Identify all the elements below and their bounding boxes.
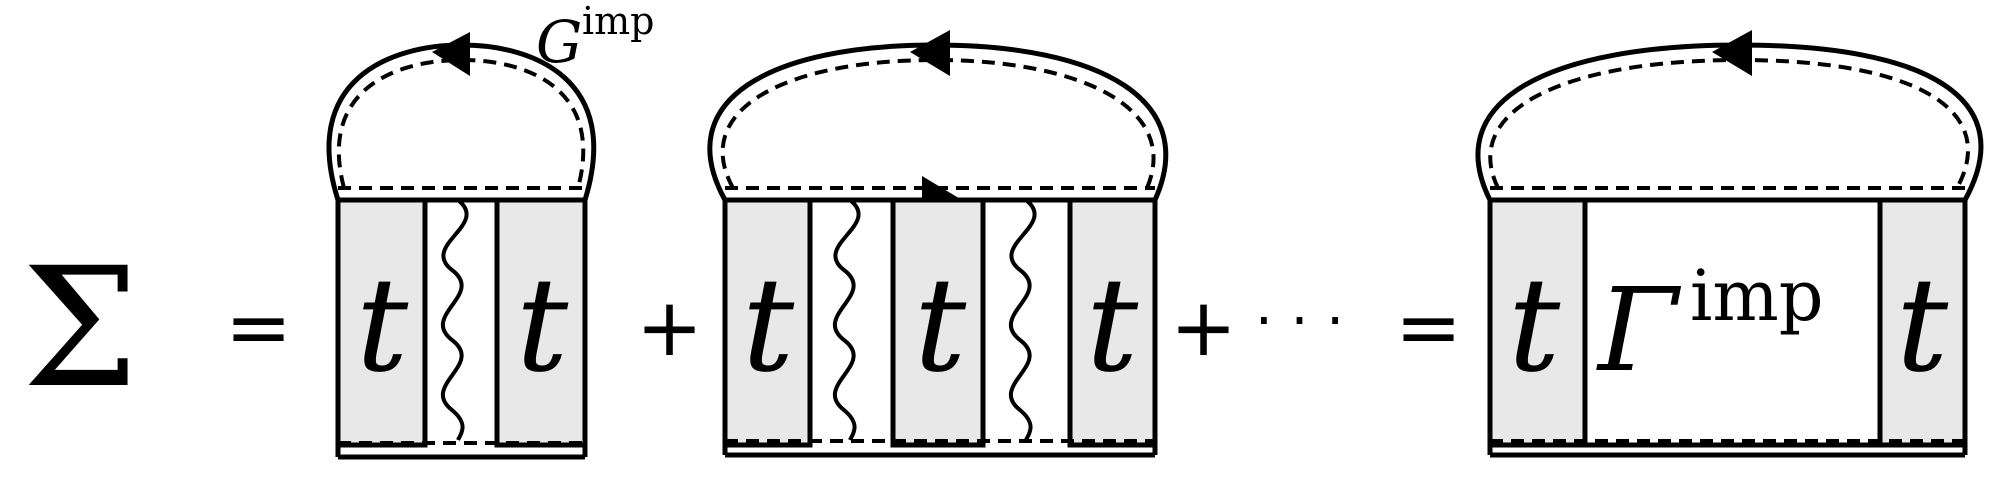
loop-inner-2 bbox=[720, 57, 1156, 189]
vertex-label-superscript: imp bbox=[1690, 255, 1824, 337]
t-label-1b: t bbox=[516, 249, 569, 401]
t-label-1a: t bbox=[356, 249, 409, 401]
diagram-term-resummed: t Γ imp t bbox=[1475, 30, 1984, 458]
plus-sign: + bbox=[636, 281, 703, 374]
loop-outer-3 bbox=[1475, 42, 1984, 202]
equals-sign-1: = bbox=[225, 281, 292, 374]
arrow-left-icon-1 bbox=[432, 32, 470, 76]
t-label-2a: t bbox=[742, 249, 795, 401]
t-box-1b bbox=[494, 197, 588, 448]
arrow-left-icon-2 bbox=[910, 30, 950, 76]
ellipsis: · · · bbox=[1255, 289, 1344, 354]
propagator-label-superscript: imp bbox=[582, 0, 655, 43]
propagator-label-base: G bbox=[536, 8, 582, 76]
loop-inner-1 bbox=[336, 57, 586, 189]
loop-inner-3 bbox=[1488, 57, 1970, 189]
diagram-term-2: t t t bbox=[707, 30, 1169, 458]
t-label-2c: t bbox=[1086, 249, 1139, 401]
vertex-label-base: Γ bbox=[1596, 264, 1682, 398]
plus-sign-2: + bbox=[1170, 281, 1237, 374]
gamma-vertex-box bbox=[1582, 197, 1883, 448]
diagram-term-1: t t G imp bbox=[326, 0, 655, 460]
t-label-3a: t bbox=[1508, 249, 1561, 401]
t-label-3b: t bbox=[1896, 249, 1949, 401]
t-box-3b bbox=[1877, 197, 1968, 448]
interaction-wavy-line-2b bbox=[1008, 198, 1037, 441]
t-box-2a bbox=[722, 197, 813, 448]
arrow-left-icon-3 bbox=[1712, 30, 1752, 76]
interaction-wavy-line-1 bbox=[440, 198, 469, 441]
t-label-2b: t bbox=[914, 249, 967, 401]
interaction-wavy-line-2a bbox=[832, 198, 861, 441]
equals-sign-2: = bbox=[1395, 281, 1462, 374]
sigma-symbol: Σ bbox=[22, 232, 139, 424]
